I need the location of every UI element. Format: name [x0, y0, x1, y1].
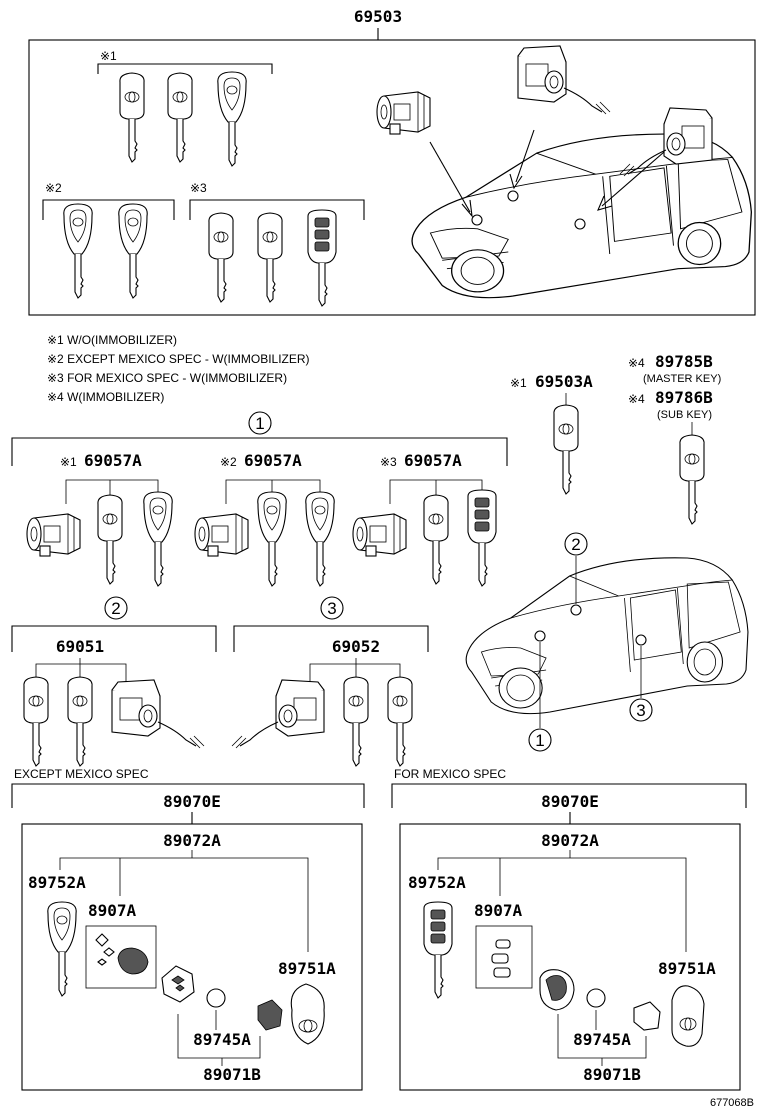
key-plain-icon: [67, 676, 93, 767]
except-battery-part: 89745A: [193, 1030, 251, 1049]
group-marker-1: ※1: [100, 49, 117, 63]
key-plain-icon: [553, 404, 579, 495]
mexico-sub-assembly-part: 89072A: [541, 831, 599, 850]
note-4: ※4 W(IMMOBILIZER): [47, 390, 164, 404]
door-cylinder-icon: [352, 513, 407, 557]
group-marker-3: ※3: [190, 181, 207, 195]
except-key-part: 89752A: [28, 873, 86, 892]
back-door-lock-icon: [231, 679, 325, 749]
key-plain-icon: [119, 72, 145, 163]
set-1b-prefix: ※2: [220, 455, 237, 469]
door-cylinder-icon: [194, 513, 249, 557]
set-1c-prefix: ※3: [380, 455, 397, 469]
car-callout-2: 2: [571, 535, 580, 554]
mexico-case-part: 89751A: [658, 959, 716, 978]
key-remote-icon: [423, 901, 453, 999]
mexico-transmitter-frame: [399, 823, 741, 1091]
battery-icon: [586, 988, 606, 1008]
door-cylinder-icon: [376, 91, 431, 135]
key-plain-icon: [423, 494, 449, 585]
mexico-assembly-part: 89070E: [541, 792, 599, 811]
key-case-icon: [671, 985, 705, 1047]
key-immobilizer-icon: [63, 203, 93, 299]
key-immobilizer-icon: [257, 491, 287, 587]
key-plain-icon: [23, 676, 49, 767]
car-callout-1: 1: [535, 731, 544, 750]
set-2-part: 69051: [56, 637, 104, 656]
master-key-prefix: ※4: [628, 356, 645, 370]
key-immobilizer-icon: [217, 71, 247, 167]
key-immobilizer-icon: [47, 901, 77, 997]
key-plain-icon: [387, 676, 413, 767]
sub-key-label: (SUB KEY): [657, 409, 712, 421]
mexico-battery-part: 89745A: [573, 1030, 631, 1049]
key-plain-icon: [679, 434, 705, 525]
key-case-icon: [290, 983, 325, 1045]
master-key-part: 89785B: [655, 352, 713, 371]
mexico-section-label: FOR MEXICO SPEC: [394, 767, 506, 781]
blank-key-prefix: ※1: [510, 376, 527, 390]
blank-key-part: 69503A: [535, 372, 593, 391]
assembly-part-number: 69503: [354, 7, 402, 26]
except-sub-assembly-part: 89072A: [163, 831, 221, 850]
set-1c-part: 69057A: [404, 451, 462, 470]
vehicle-illustration: [465, 557, 749, 715]
ignition-switch-icon: [111, 679, 205, 749]
except-housing-part: 89071B: [203, 1065, 261, 1084]
key-plain-icon: [257, 212, 283, 303]
illustration-id: 677068B: [710, 1097, 754, 1109]
except-board-part: 8907A: [88, 901, 137, 920]
circuit-board-box: [85, 925, 157, 989]
except-assembly-part: 89070E: [163, 792, 221, 811]
mexico-key-part: 89752A: [408, 873, 466, 892]
set-2-index: 2: [111, 599, 120, 618]
key-immobilizer-icon: [143, 491, 173, 587]
key-immobilizer-icon: [305, 491, 335, 587]
key-remote-icon: [467, 489, 497, 587]
key-plain-icon: [97, 494, 123, 585]
note-3: ※3 FOR MEXICO SPEC - W(IMMOBILIZER): [47, 371, 287, 385]
set-1a-prefix: ※1: [60, 455, 77, 469]
set-3-index: 3: [327, 599, 336, 618]
key-plain-icon: [343, 676, 369, 767]
sub-key-prefix: ※4: [628, 392, 645, 406]
master-key-label: (MASTER KEY): [643, 373, 721, 385]
set-1b-part: 69057A: [244, 451, 302, 470]
group-marker-2: ※2: [45, 181, 62, 195]
note-2: ※2 EXCEPT MEXICO SPEC - W(IMMOBILIZER): [47, 352, 310, 366]
seal-icon: [633, 1001, 661, 1031]
key-plain-icon: [208, 212, 234, 303]
except-transmitter-frame: [21, 823, 363, 1091]
key-plain-icon: [167, 72, 193, 163]
mexico-board-part: 8907A: [474, 901, 523, 920]
battery-icon: [206, 988, 226, 1008]
car-callout-3: 3: [636, 701, 645, 720]
sub-key-part: 89786B: [655, 388, 713, 407]
set-1-index: 1: [255, 414, 264, 433]
door-cylinder-icon: [26, 513, 81, 557]
mexico-housing-part: 89071B: [583, 1065, 641, 1084]
note-1: ※1 W/O(IMMOBILIZER): [47, 333, 177, 347]
button-pad-box: [475, 925, 533, 989]
set-3-part: 69052: [332, 637, 380, 656]
key-immobilizer-icon: [118, 203, 148, 299]
except-mexico-section-label: EXCEPT MEXICO SPEC: [14, 767, 149, 781]
except-case-part: 89751A: [278, 959, 336, 978]
assembly-frame: [28, 39, 756, 316]
seal-icon: [257, 999, 283, 1031]
ignition-switch-icon: [517, 45, 611, 115]
key-remote-icon: [307, 209, 337, 307]
set-1a-part: 69057A: [84, 451, 142, 470]
